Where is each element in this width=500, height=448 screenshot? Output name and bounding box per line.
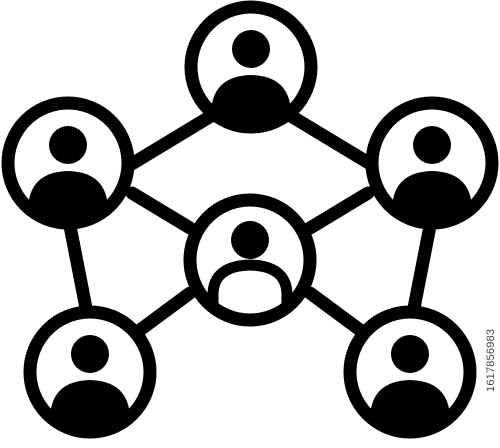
node-bottom-left [23,305,157,439]
node-right [365,96,499,230]
connector-left-bottomleft [63,219,93,315]
node-bottom-right [343,305,477,439]
person-icon [28,126,108,221]
connector-center-bottomleft [133,286,197,337]
connector-right-center [303,186,375,235]
connector-right-bottomright [407,219,437,315]
connector-top-left [118,103,228,175]
stock-image-id: 1617856983 [485,328,497,392]
person-icon [50,335,130,430]
person-outline-icon [207,221,293,305]
node-left [1,96,135,230]
person-icon [370,335,450,430]
connector-left-center [125,186,197,235]
connector-center-bottomright [303,286,367,337]
node-top [184,0,318,134]
person-icon [211,30,291,125]
node-center [183,193,317,327]
connector-lines [63,103,437,337]
connector-top-right [274,103,384,175]
person-icon [392,126,472,221]
